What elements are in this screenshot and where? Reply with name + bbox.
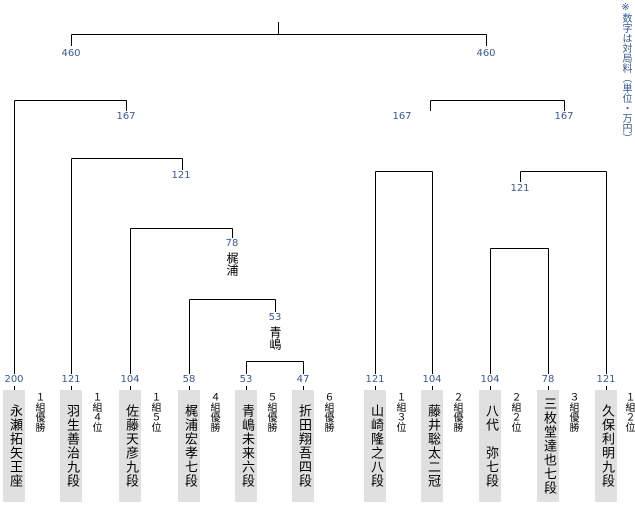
r2-left-winner: 梶浦 — [224, 252, 240, 276]
player-fee: 53 — [238, 374, 254, 386]
r3-right-connector — [520, 171, 607, 374]
player-name: 青嶋未来六段 — [235, 390, 257, 502]
r2-right-b-connector — [490, 248, 549, 374]
player-qualification: ５組優勝 — [265, 392, 276, 432]
r4-right-connector — [430, 100, 565, 111]
player-name: 三枚堂達也七段 — [537, 390, 559, 502]
player-qualification: １組３位 — [394, 392, 405, 432]
r2-left-fee: 78 — [224, 238, 240, 250]
player-name: 山崎隆之八段 — [364, 390, 386, 502]
r4-right-b-fee: 167 — [553, 111, 575, 123]
player-name: 八代 弥七段 — [479, 390, 501, 502]
fee-unit-note: ※数字は対局料（単位・万円） — [620, 2, 631, 143]
player-fee: 121 — [364, 374, 386, 386]
player-name: 羽生善治九段 — [60, 390, 82, 502]
player-name: 永瀬拓矢王座 — [3, 390, 25, 502]
r1b-left-connector — [189, 299, 276, 374]
player-qualification: ３組優勝 — [567, 392, 578, 432]
final-right-fee: 460 — [475, 48, 497, 60]
r4-left-connector — [14, 100, 127, 374]
player-qualification: １組４位 — [90, 392, 101, 432]
player-fee: 104 — [119, 374, 141, 386]
r1-left-fee: 53 — [267, 312, 283, 324]
player-name: 梶浦宏孝七段 — [178, 390, 200, 502]
player-qualification: ６組優勝 — [322, 392, 333, 432]
player-name: 折田翔吾四段 — [292, 390, 314, 502]
player-fee: 104 — [479, 374, 501, 386]
player-fee: 121 — [595, 374, 617, 386]
r4-left-fee: 167 — [115, 111, 137, 123]
r1-left-connector — [246, 361, 304, 374]
final-left-fee: 460 — [60, 48, 82, 60]
r3-left-connector — [71, 158, 183, 374]
player-qualification: １組２位 — [623, 392, 634, 432]
final-connector — [71, 22, 487, 46]
player-fee: 58 — [181, 374, 197, 386]
r2-right-a-connector — [375, 171, 433, 374]
player-name: 久保利明九段 — [595, 390, 617, 502]
player-qualification: ４組優勝 — [208, 392, 219, 432]
r1-left-winner: 青嶋 — [267, 326, 283, 350]
player-name: 藤井聡太二冠 — [421, 390, 443, 502]
player-name: 佐藤天彦九段 — [119, 390, 141, 502]
r3-left-fee: 121 — [170, 170, 192, 182]
player-qualification: ２組優勝 — [451, 392, 462, 432]
player-fee: 47 — [295, 374, 311, 386]
player-fee: 121 — [60, 374, 82, 386]
r4-right-a-fee: 167 — [391, 111, 413, 123]
r2-left-connector — [130, 228, 233, 374]
player-qualification: １組５位 — [149, 392, 160, 432]
player-fee: 78 — [540, 374, 556, 386]
player-fee: 200 — [3, 374, 25, 386]
player-qualification: ２組２位 — [509, 392, 520, 432]
leaf-ticks — [14, 386, 607, 390]
player-fee: 104 — [421, 374, 443, 386]
r3-right-fee: 121 — [509, 183, 531, 195]
player-qualification: １組優勝 — [33, 392, 44, 432]
